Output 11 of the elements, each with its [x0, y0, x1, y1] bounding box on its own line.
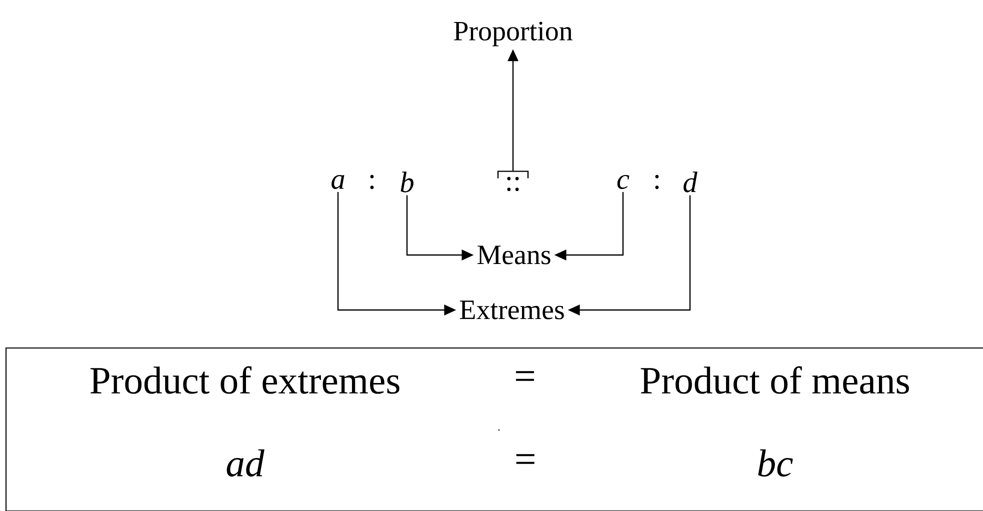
- term-label: Means: [478, 246, 550, 264]
- colon-sign: :: [655, 174, 659, 190]
- formula-box: Product of extremes = Product of means ad = bc: [5, 347, 983, 511]
- variable-letter: d: [684, 172, 698, 192]
- variable-letter: a: [332, 174, 344, 190]
- colon-sign: :: [370, 174, 374, 190]
- term-label: Proportion: [454, 22, 572, 46]
- term-label: Extremes: [460, 300, 564, 320]
- variable-letter: b: [400, 172, 414, 192]
- variable-letter: c: [617, 174, 630, 190]
- proportion-sign: ::: [507, 176, 519, 192]
